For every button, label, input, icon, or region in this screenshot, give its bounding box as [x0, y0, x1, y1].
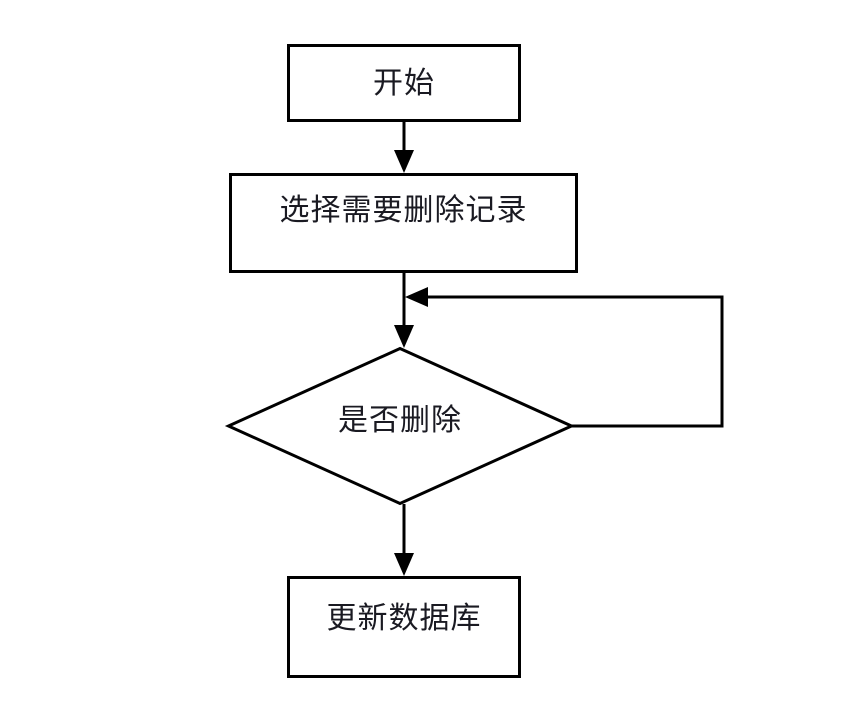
node-start-shape[interactable]	[287, 44, 521, 122]
node-update-database-shape[interactable]	[287, 576, 521, 678]
edge-start-select-arrowhead	[394, 150, 414, 173]
edge-decision-loopback-arrowhead	[405, 287, 428, 307]
node-confirm-delete-shape[interactable]	[224, 346, 576, 506]
node-select-records-shape[interactable]	[229, 173, 578, 273]
node-update-database-label: 更新数据库	[326, 601, 482, 636]
node-confirm-delete-label: 是否删除	[338, 403, 462, 438]
edge-decision-update-arrowhead	[394, 553, 414, 576]
node-select-records-label: 选择需要删除记录	[279, 193, 528, 228]
edge-select-decision-arrowhead	[394, 325, 414, 348]
node-start-label: 开始	[373, 66, 435, 101]
edge-decision-loopback-line	[416, 295, 724, 428]
